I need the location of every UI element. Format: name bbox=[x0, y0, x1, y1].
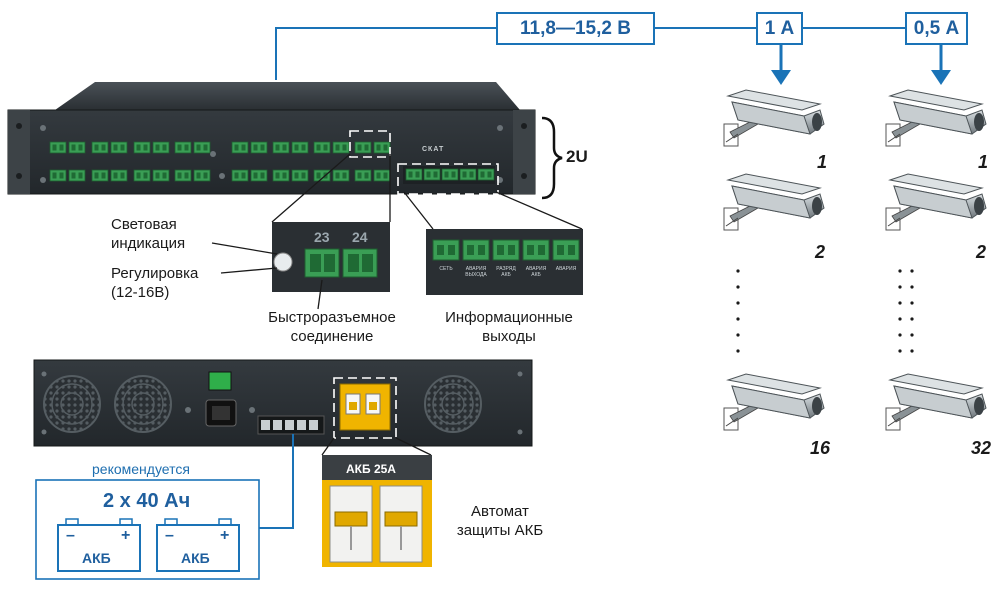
inset-callout-leaders bbox=[211, 242, 323, 310]
info-output-label-5: АВАРИЯ bbox=[555, 266, 577, 272]
current-05a-label: 0,5 А bbox=[913, 18, 960, 39]
rack-bracket bbox=[541, 116, 563, 200]
info-output-label-3: РАЗРЯД АКБ bbox=[496, 266, 516, 278]
current-1a-box: 1 А bbox=[756, 12, 803, 45]
camera-branch-2 bbox=[885, 89, 987, 431]
camera-1-16-number: 16 bbox=[810, 438, 831, 458]
camera-1-2-number: 2 bbox=[815, 242, 826, 262]
current-05a-box: 0,5 А bbox=[905, 12, 968, 45]
current-1a-label: 1 А bbox=[764, 18, 795, 39]
battery-1-plus: + bbox=[121, 527, 131, 544]
breaker-leaders bbox=[321, 437, 432, 456]
psu-rear-panel bbox=[33, 359, 533, 447]
adjustment-callout: Регулировка (12-16В) bbox=[111, 265, 199, 301]
battery-1-label: АКБ bbox=[82, 550, 111, 566]
front-info-terminals bbox=[403, 166, 495, 184]
info-output-label-1: СЕТЬ bbox=[439, 266, 453, 272]
voltage-range-label: 11,8—15,2 В bbox=[520, 18, 631, 39]
battery-2-minus: – bbox=[165, 527, 174, 544]
quick-connect-callout: Быстроразъемное соединение bbox=[268, 309, 396, 345]
zoom-terminal-23: 23 bbox=[314, 229, 330, 245]
front-brand-label: СКАТ bbox=[422, 146, 445, 153]
battery-2-label: АКБ bbox=[181, 550, 210, 566]
front-highlight-boxes bbox=[349, 130, 499, 195]
camera-branch-1 bbox=[723, 89, 825, 431]
battery-box bbox=[35, 479, 260, 580]
breaker-callout: Автомат защиты АКБ bbox=[456, 503, 544, 539]
rear-highlight-box bbox=[333, 377, 397, 439]
battery-2-plus: + bbox=[220, 527, 230, 544]
breaker-zoom-inset bbox=[322, 455, 432, 567]
breaker-zoom-title: АКБ 25А bbox=[346, 462, 396, 476]
camera-2-32-number: 32 bbox=[971, 438, 992, 458]
battery-wire bbox=[259, 434, 294, 529]
info-output-label-2: АВАРИЯ ВЫХОДА bbox=[465, 266, 487, 278]
zoom-leaders bbox=[271, 153, 583, 230]
battery-capacity-label: 2 х 40 Ач bbox=[103, 490, 191, 512]
supply-bus-wire bbox=[275, 27, 905, 80]
info-output-label-4: АВАРИЯ АКБ bbox=[525, 266, 547, 278]
zoom-inset-terminals bbox=[272, 222, 390, 292]
battery-1-minus: – bbox=[66, 527, 75, 544]
light-indication-callout: Световая индикация bbox=[111, 216, 186, 252]
voltage-range-box: 11,8—15,2 В bbox=[496, 12, 655, 45]
camera-2-2-number: 2 bbox=[976, 242, 987, 262]
recommended-label: рекомендуется bbox=[92, 461, 190, 477]
info-outputs-callout: Информационные выходы bbox=[445, 309, 573, 345]
camera-2-1-number: 1 bbox=[978, 152, 989, 172]
zoom-inset-info-outputs bbox=[426, 229, 583, 295]
camera-1-1-number: 1 bbox=[817, 152, 828, 172]
branch-arrows bbox=[771, 44, 951, 85]
rack-height-label: 2U bbox=[566, 147, 588, 166]
zoom-terminal-24: 24 bbox=[352, 229, 368, 245]
